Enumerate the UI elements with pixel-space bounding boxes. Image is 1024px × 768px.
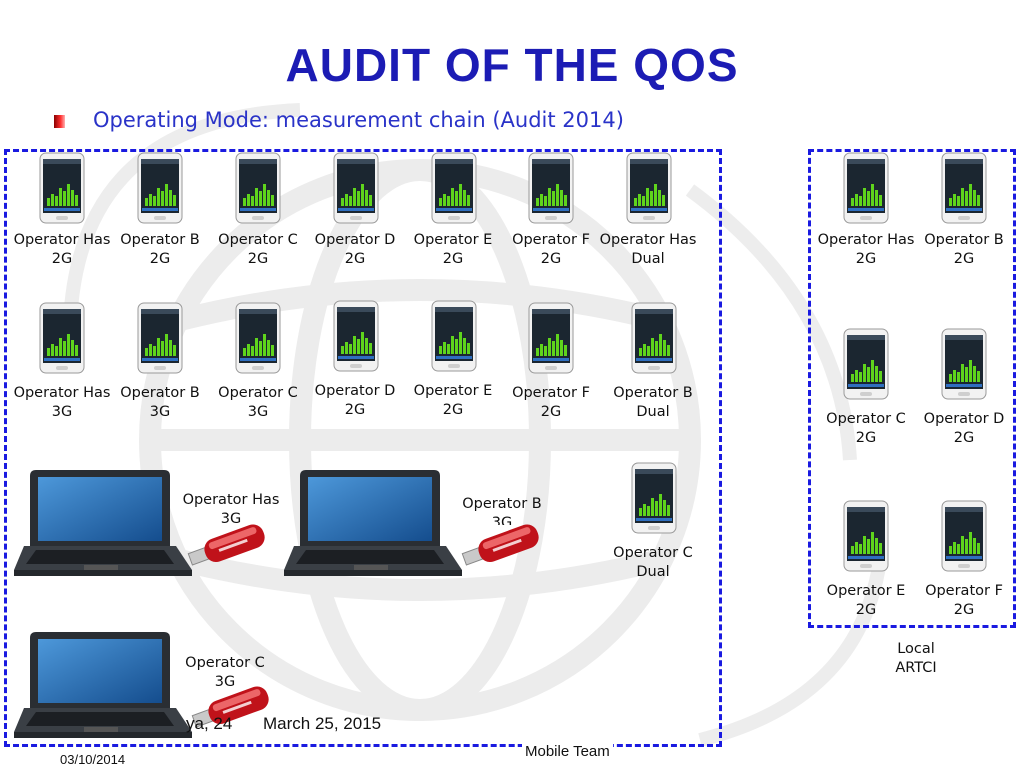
laptop-icon bbox=[14, 628, 194, 744]
smartphone-signal-icon bbox=[941, 152, 987, 224]
smartphone-signal-icon bbox=[137, 302, 183, 374]
laptop-icon bbox=[14, 466, 194, 582]
smartphone-signal-icon bbox=[843, 328, 889, 400]
smartphone-signal-icon bbox=[631, 302, 677, 374]
smartphone-signal-icon bbox=[843, 500, 889, 572]
smartphone-signal-icon bbox=[431, 152, 477, 224]
laptop-icon bbox=[284, 466, 464, 582]
smartphone-signal-icon bbox=[528, 152, 574, 224]
smartphone-signal-icon bbox=[333, 152, 379, 224]
smartphone-signal-icon bbox=[941, 500, 987, 572]
smartphone-signal-icon bbox=[235, 302, 281, 374]
footer-slide-date: 03/10/2014 bbox=[60, 752, 126, 767]
smartphone-signal-icon bbox=[631, 462, 677, 534]
smartphone-signal-icon bbox=[333, 300, 379, 372]
footer-event-date: March 25, 2015 bbox=[263, 714, 382, 733]
smartphone-signal-icon bbox=[431, 300, 477, 372]
smartphone-signal-icon bbox=[528, 302, 574, 374]
smartphone-signal-icon bbox=[39, 152, 85, 224]
smartphone-signal-icon bbox=[137, 152, 183, 224]
local-artci-box bbox=[808, 149, 1016, 628]
slide-title: AUDIT OF THE QOS bbox=[285, 39, 739, 91]
usb-modem-icon bbox=[458, 522, 544, 574]
usb-modem-icon bbox=[184, 522, 270, 574]
slide-subtitle: Operating Mode: measurement chain (Audit… bbox=[93, 108, 624, 132]
smartphone-signal-icon bbox=[626, 152, 672, 224]
mobile-team-label: Mobile Team bbox=[522, 743, 613, 760]
smartphone-signal-icon bbox=[235, 152, 281, 224]
square-bullet-icon bbox=[54, 115, 65, 128]
smartphone-signal-icon bbox=[941, 328, 987, 400]
footer-event-date-prefix: ya, 24 bbox=[186, 714, 233, 733]
usb-modem-icon bbox=[188, 684, 274, 736]
smartphone-signal-icon bbox=[39, 302, 85, 374]
mobile-team-box bbox=[4, 149, 722, 747]
smartphone-signal-icon bbox=[843, 152, 889, 224]
